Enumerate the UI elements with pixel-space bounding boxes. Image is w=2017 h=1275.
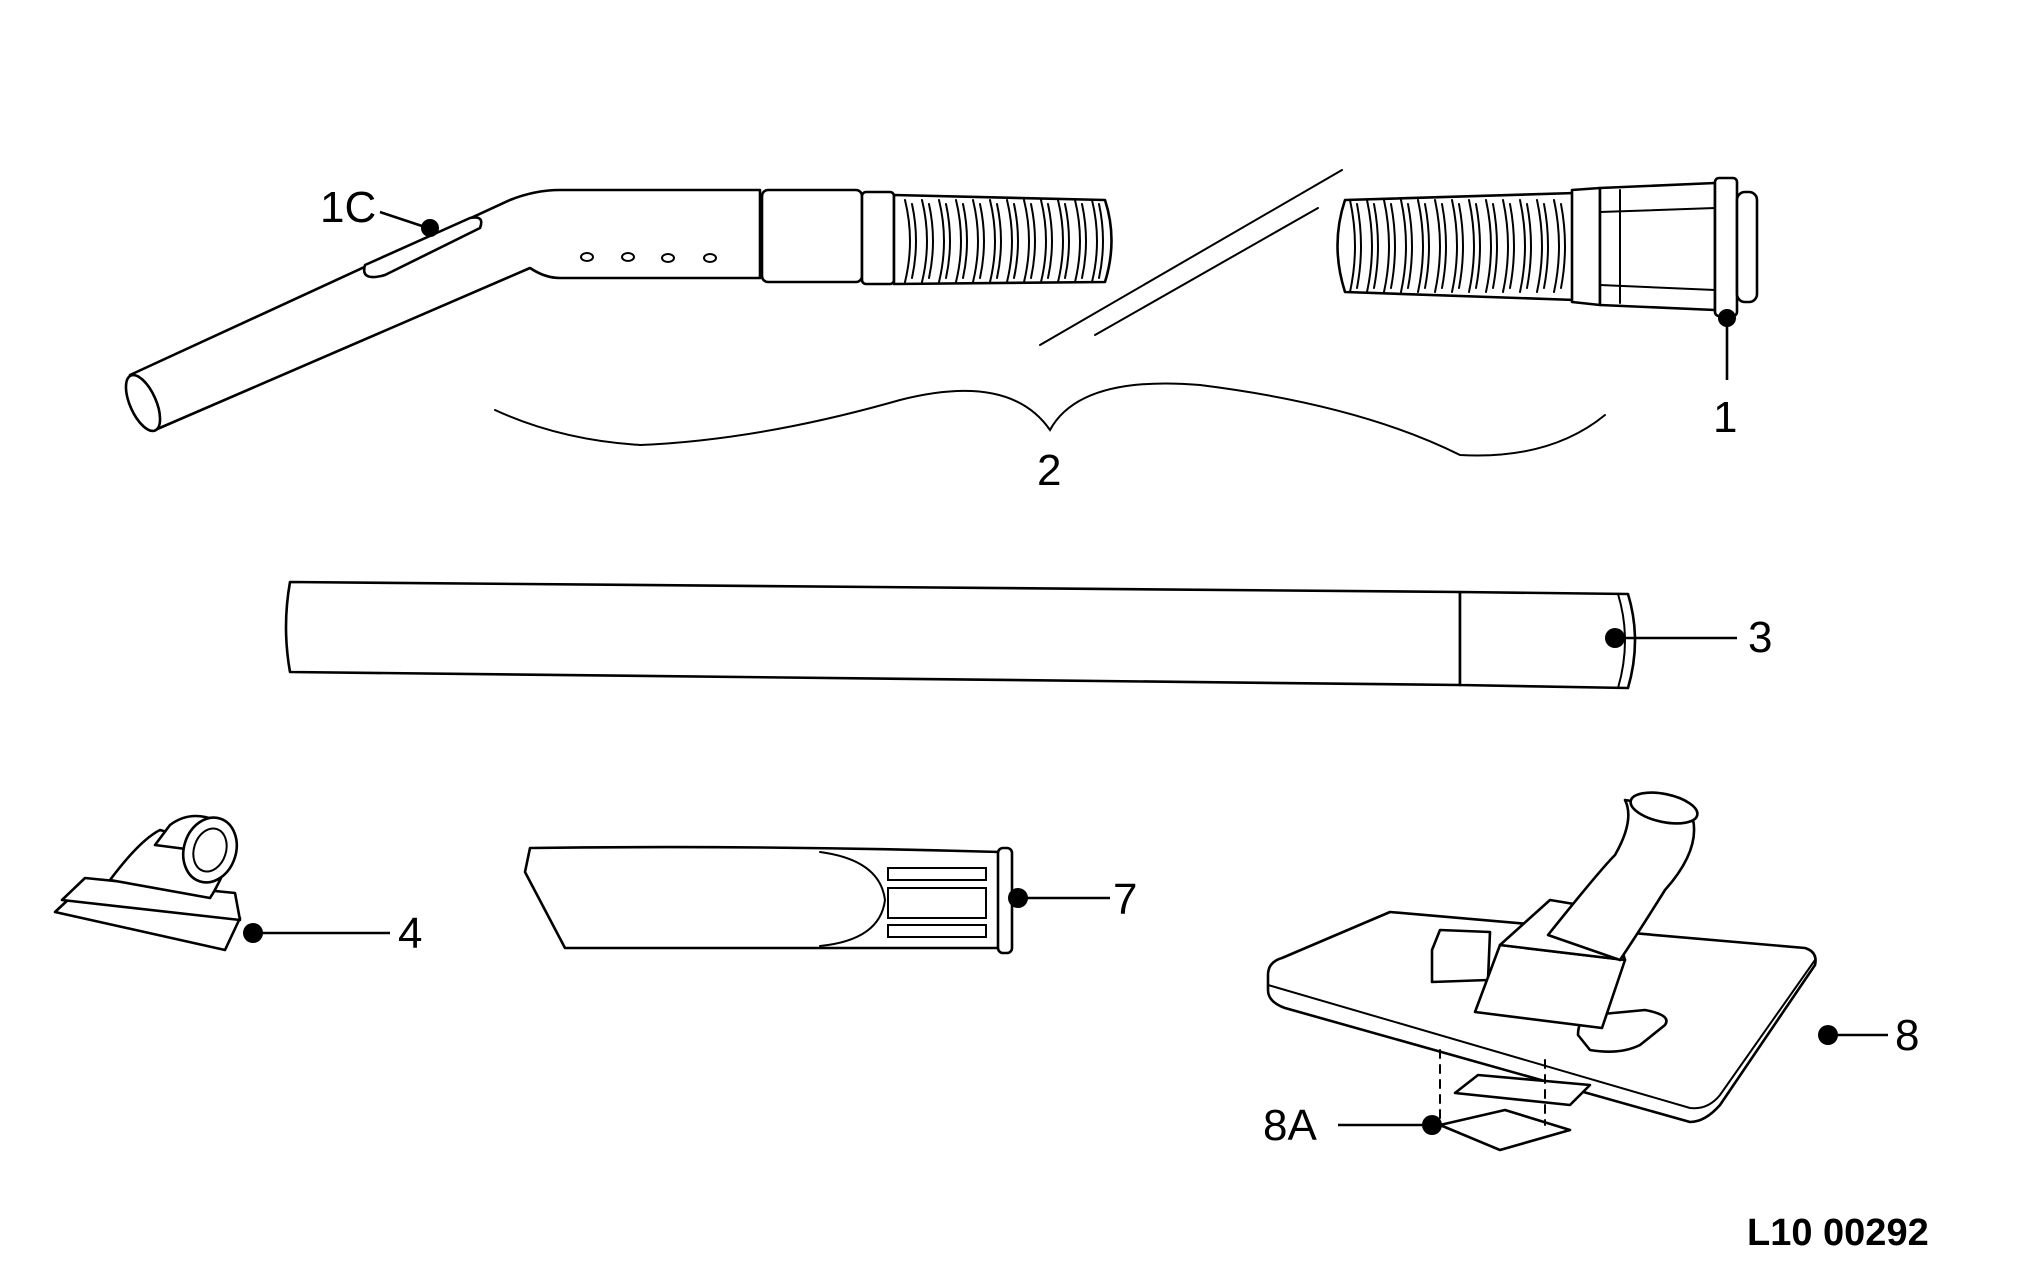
hose-rib	[1366, 199, 1373, 293]
hose-rib-shadow	[1543, 203, 1549, 289]
callout-label-8: 8	[1895, 1011, 1919, 1060]
hose-rib	[1349, 199, 1356, 293]
hose-rib	[1091, 199, 1098, 283]
hose-rib	[1434, 199, 1441, 293]
hose-rib	[1519, 199, 1526, 293]
hose-right-segment	[1336, 191, 1577, 302]
hose-rib-shadow	[1013, 203, 1019, 279]
hose-rib-shadow	[979, 203, 985, 279]
hose-rib	[1536, 199, 1543, 293]
hose-rib-shadow	[1424, 203, 1430, 289]
hose-rib-shadow	[1475, 203, 1481, 289]
hose-rib-shadow	[1560, 203, 1566, 289]
hose-rib	[1006, 199, 1013, 283]
release-clip	[362, 216, 483, 279]
hose-assembly	[124, 169, 1759, 457]
hose-brace	[494, 382, 1606, 457]
callout-7: 7	[1008, 875, 1137, 924]
hose-rib	[1040, 199, 1047, 283]
hose-rib	[1485, 199, 1492, 293]
hose-rib-shadow	[1492, 203, 1498, 289]
hose-rib	[1023, 199, 1030, 283]
callout-label-1C: 1C	[320, 183, 376, 232]
callout-label-4: 4	[398, 909, 422, 958]
callout-4: 4	[243, 909, 422, 958]
hose-rib-shadow	[1407, 203, 1413, 289]
hose-rib-shadow	[911, 203, 917, 279]
callout-3: 3	[1605, 613, 1772, 662]
hose-rib	[1468, 199, 1475, 293]
hose-rib-shadow	[962, 203, 968, 279]
brush-insert	[1438, 1108, 1572, 1152]
hose-rib-shadow	[1509, 203, 1515, 289]
hose-rib-shadow	[1441, 203, 1447, 289]
callout-8: 8	[1818, 1011, 1919, 1060]
callout-8A: 8A	[1263, 1101, 1442, 1150]
break-line	[1039, 169, 1343, 346]
extension-tube	[284, 580, 1637, 690]
hose-rib	[904, 199, 911, 283]
callout-label-7: 7	[1113, 875, 1137, 924]
hose-rib	[1553, 199, 1560, 293]
hose-rib-shadow	[1098, 203, 1104, 279]
upholstery-nozzle	[53, 814, 242, 952]
hose-rib-shadow	[1526, 203, 1532, 289]
hose-rib	[972, 199, 979, 283]
hose-rib	[1417, 199, 1424, 293]
hose-rib-shadow	[945, 203, 951, 279]
hose-rib	[938, 199, 945, 283]
drawing-code: L10 00292	[1747, 1212, 1929, 1254]
callout-label-8A: 8A	[1263, 1101, 1317, 1150]
hose-rib	[1057, 199, 1064, 283]
hose-rib	[1074, 199, 1081, 283]
hose-rib	[1502, 199, 1509, 293]
hose-rib-shadow	[996, 203, 1002, 279]
callout-label-3: 3	[1748, 613, 1772, 662]
callout-label-1: 1	[1713, 393, 1737, 442]
callout-2: 2	[1037, 446, 1061, 495]
hose-rib-shadow	[1047, 203, 1053, 279]
hose-rib	[921, 199, 928, 283]
hose-rib-shadow	[1356, 203, 1362, 289]
hose-rib-shadow	[928, 203, 934, 279]
hose-rib-shadow	[1081, 203, 1087, 279]
hose-rib	[1400, 199, 1407, 293]
hose-left-segment	[892, 193, 1113, 286]
hose-end-connector	[1570, 176, 1759, 318]
callout-1: 1	[1713, 309, 1737, 442]
hose-rib	[1383, 199, 1390, 293]
callout-label-2: 2	[1037, 446, 1061, 495]
hose-rib-shadow	[1458, 203, 1464, 289]
hose-rib-shadow	[1064, 203, 1070, 279]
hose-rib-shadow	[1373, 203, 1379, 289]
hose-rib	[1451, 199, 1458, 293]
floor-nozzle	[1266, 791, 1817, 1152]
hose-rib	[989, 199, 996, 283]
callout-1C: 1C	[320, 183, 439, 237]
break-line	[1094, 207, 1319, 336]
hose-rib	[955, 199, 962, 283]
crevice-tool	[523, 845, 1014, 955]
hose-rib-shadow	[1030, 203, 1036, 279]
hose-rib-shadow	[1390, 203, 1396, 289]
bent-wand	[124, 188, 896, 433]
